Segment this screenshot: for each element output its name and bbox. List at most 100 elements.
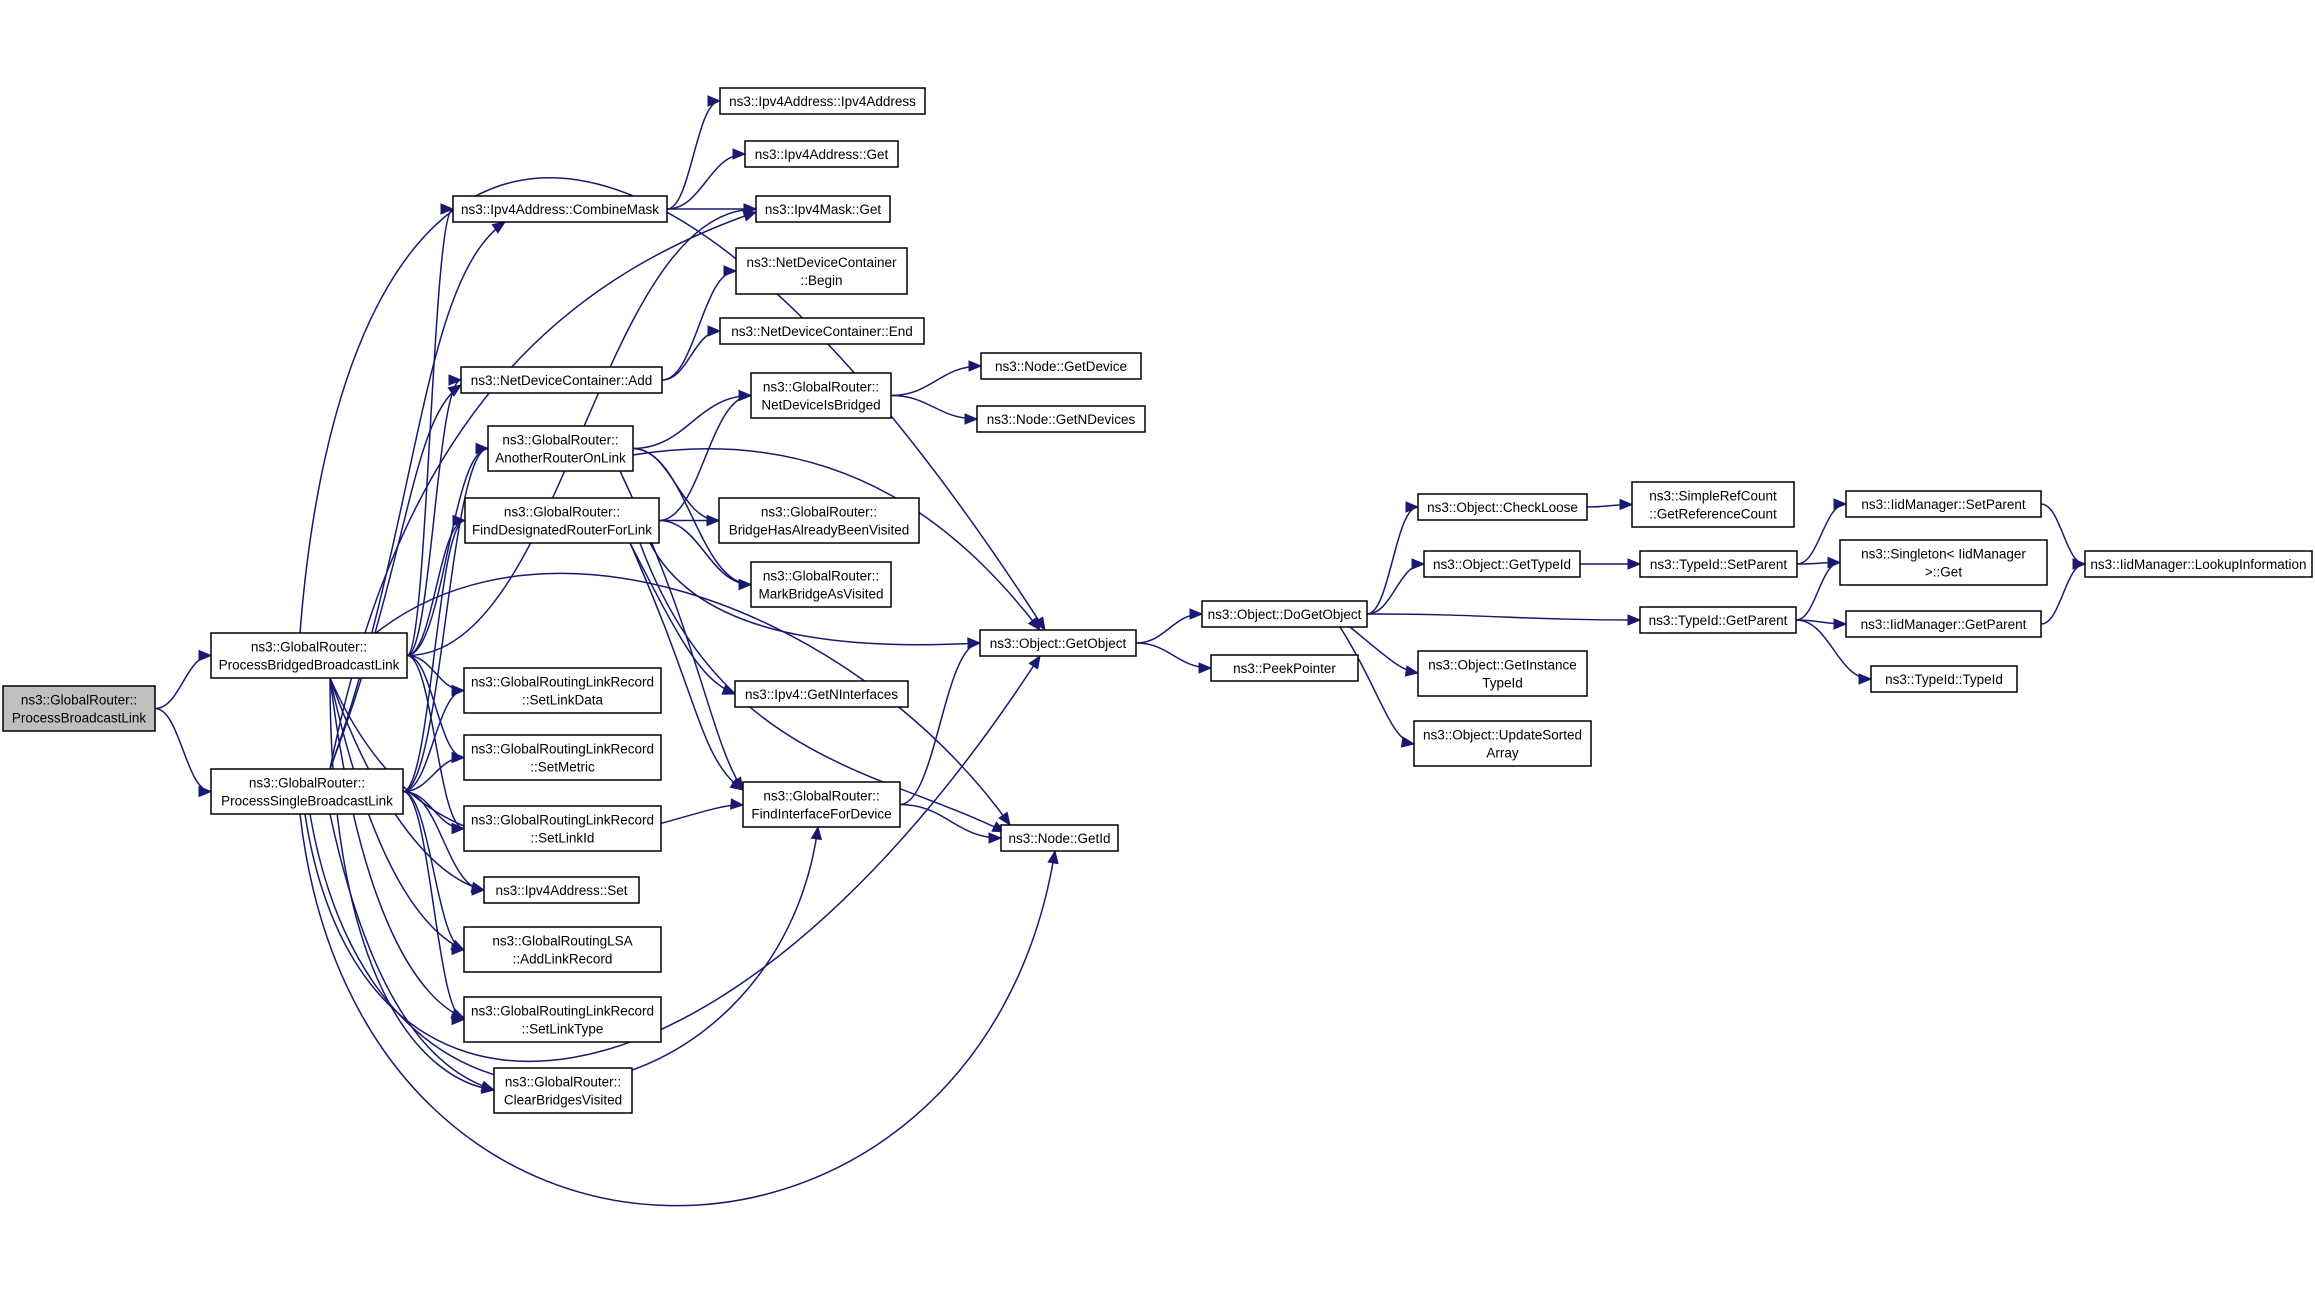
call-edge [329,384,462,770]
function-node[interactable]: ns3::IidManager::SetParent [1845,490,2042,518]
arrow-head-icon [1833,498,1848,510]
function-node[interactable]: ns3::NetDeviceContainer::Begin [735,247,908,295]
function-node[interactable]: ns3::SimpleRefCount::GetReferenceCount [1631,481,1795,528]
call-edge [329,677,485,891]
function-node[interactable]: ns3::GlobalRouter::ClearBridgesVisited [493,1067,633,1114]
node-box [1845,490,2042,518]
arrow-head-icon [448,374,463,386]
node-box [979,629,1137,657]
function-node[interactable]: ns3::GlobalRouter::FindInterfaceForDevic… [742,781,901,828]
function-node[interactable]: ns3::GlobalRouter::NetDeviceIsBridged [750,372,892,419]
node-box [719,317,925,345]
call-edge [632,447,752,586]
node-label: ns3::Object::GetTypeId [1433,557,1571,572]
function-node[interactable]: ns3::GlobalRouter::AnotherRouterOnLink [487,425,634,472]
function-node[interactable]: ns3::Object::DoGetObject [1201,600,1368,628]
node-box [487,425,634,472]
call-edge [402,519,466,793]
call-edge [1366,613,1641,621]
function-node[interactable]: ns3::TypeId::SetParent [1639,550,1798,578]
arrow-head-icon [447,384,463,397]
node-label: ::GetReferenceCount [1649,507,1777,522]
node-box [1639,550,1798,578]
node-label: ns3::TypeId::TypeId [1885,672,2003,687]
node-box [980,352,1142,380]
call-nodes: ns3::GlobalRouter::ProcessBroadcastLinkn… [2,87,2313,1114]
call-edge [890,365,982,397]
function-node[interactable]: ns3::GlobalRouter::ProcessBridgedBroadca… [210,632,408,679]
node-label: ns3::IidManager::GetParent [1861,617,2027,632]
arrow-head-icon [451,943,466,956]
function-node[interactable]: ns3::GlobalRoutingLinkRecord::SetLinkId [463,805,662,852]
function-node[interactable]: ns3::Ipv4Address::Set [483,876,640,904]
node-label: ns3::GlobalRouter:: [504,505,620,520]
function-node[interactable]: ns3::Node::GetDevice [980,352,1142,380]
function-node[interactable]: ns3::NetDeviceContainer::Add [460,366,663,394]
node-label: ns3::SimpleRefCount [1649,489,1777,504]
arrow-head-icon [491,221,507,234]
arrow-head-icon [451,822,466,835]
function-node[interactable]: ns3::Object::GetObject [979,629,1137,657]
function-node[interactable]: ns3::TypeId::TypeId [1870,665,2018,693]
function-node[interactable]: ns3::NetDeviceContainer::End [719,317,925,345]
node-label: ns3::Node::GetNDevices [987,412,1136,427]
function-node[interactable]: ns3::GlobalRouter::FindDesignatedRouterF… [464,497,660,544]
node-label: ns3::Ipv4Mask::Get [765,202,882,217]
arrow-head-icon [1189,608,1204,620]
function-node[interactable]: ns3::GlobalRouter::BridgeHasAlreadyBeenV… [718,497,920,544]
node-label: ns3::Ipv4::GetNInterfaces [745,687,898,702]
call-edge [299,813,1056,1207]
node-label: ns3::Ipv4Address::Get [755,147,889,162]
function-node[interactable]: ns3::Ipv4::GetNInterfaces [734,680,909,708]
function-node[interactable]: ns3::Ipv4Address::CombineMask [452,195,668,223]
function-node[interactable]: ns3::IidManager::GetParent [1845,610,2042,638]
function-node[interactable]: ns3::Node::GetNDevices [976,405,1146,433]
function-node[interactable]: ns3::GlobalRoutingLSA::AddLinkRecord [463,926,662,973]
function-node[interactable]: ns3::Object::CheckLoose [1417,493,1588,521]
node-label: ns3::Ipv4Address::Ipv4Address [729,94,916,109]
call-edge [1796,503,1847,565]
function-node[interactable]: ns3::TypeId::GetParent [1639,606,1797,634]
node-box [1210,654,1359,682]
node-label: ns3::NetDeviceContainer [746,255,897,270]
node-box [2,685,156,732]
function-node[interactable]: ns3::GlobalRoutingLinkRecord::SetLinkDat… [463,667,662,714]
arrow-head-icon [723,265,738,277]
function-node[interactable]: ns3::GlobalRouter::ProcessSingleBroadcas… [210,768,404,815]
function-node[interactable]: ns3::IidManager::LookupInformation [2084,550,2313,578]
function-node[interactable]: ns3::Node::GetId [1000,824,1119,852]
function-node[interactable]: ns3::Ipv4Address::Get [744,140,899,168]
arrow-head-icon [440,203,455,215]
call-edge [406,519,466,657]
node-label: TypeId [1482,676,1523,691]
node-label: ::SetLinkType [522,1022,604,1037]
node-box [742,781,901,828]
call-edge [402,790,465,951]
function-node[interactable]: ns3::GlobalRoutingLinkRecord::SetMetric [463,734,662,781]
node-box [1870,665,2018,693]
node-label: ns3::Object::DoGetObject [1208,607,1362,622]
function-node[interactable]: ns3::Ipv4Mask::Get [755,195,891,223]
call-edge [329,677,465,1019]
root-function-node[interactable]: ns3::GlobalRouter::ProcessBroadcastLink [2,685,156,732]
arrow-head-icon [1047,849,1059,865]
node-label: ns3::IidManager::LookupInformation [2090,557,2306,572]
call-edge [649,542,981,646]
arrow-head-icon [730,798,745,810]
node-box [719,87,926,115]
function-node[interactable]: ns3::GlobalRoutingLinkRecord::SetLinkTyp… [463,996,662,1043]
function-node[interactable]: ns3::Object::GetTypeId [1423,550,1581,578]
function-node[interactable]: ns3::PeekPointer [1210,654,1359,682]
node-box [463,926,662,973]
arrow-head-icon [1833,618,1848,630]
node-label: ns3::Ipv4Address::CombineMask [461,202,659,217]
function-node[interactable]: ns3::Singleton< IidManager>::Get [1839,539,2048,586]
node-label: ns3::NetDeviceContainer::End [731,324,913,339]
function-node[interactable]: ns3::GlobalRouter::MarkBridgeAsVisited [750,561,892,608]
arrow-head-icon [732,148,747,160]
arrow-head-icon [1627,558,1642,570]
function-node[interactable]: ns3::Ipv4Address::Ipv4Address [719,87,926,115]
arrow-head-icon [988,832,1003,844]
